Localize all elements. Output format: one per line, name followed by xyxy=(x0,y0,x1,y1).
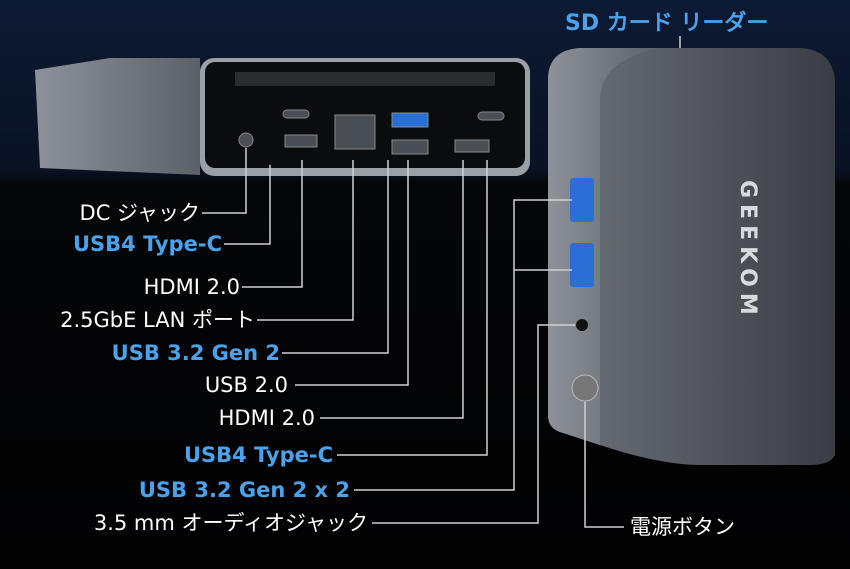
sd-card-reader-label: SD カード リーダー xyxy=(565,11,769,36)
leader-lines xyxy=(202,36,681,528)
label-hdmi-20-2: HDMI 2.0 xyxy=(218,406,315,430)
brand-logo: GEEKOM xyxy=(735,180,760,321)
hdmi-port xyxy=(284,134,318,148)
mini-pc-front-view xyxy=(548,48,835,465)
usb32-port xyxy=(391,112,429,128)
label-power-button: 電源ボタン xyxy=(630,515,735,539)
rear-ports xyxy=(238,109,505,155)
dc-jack-port xyxy=(238,132,254,148)
label-usb32-gen2: USB 3.2 Gen 2 xyxy=(111,341,280,365)
label-usb32-gen2x2: USB 3.2 Gen 2 x 2 xyxy=(138,478,350,502)
label-lan-port: 2.5GbE LAN ポート xyxy=(60,308,255,332)
mini-pc-rear-view xyxy=(35,58,530,176)
label-usb4-type-c-2: USB4 Type-C xyxy=(183,443,333,467)
hdmi-port-2 xyxy=(454,139,490,153)
usb4-port-2 xyxy=(477,111,505,121)
label-usb4-type-c: USB4 Type-C xyxy=(72,232,222,256)
audio-jack-port xyxy=(576,319,588,331)
label-dc-jack: DC ジャック xyxy=(79,201,200,225)
lan-port xyxy=(334,114,376,150)
label-hdmi-20: HDMI 2.0 xyxy=(143,275,240,299)
label-usb20: USB 2.0 xyxy=(204,373,288,397)
usb4-port xyxy=(282,109,310,119)
power-button xyxy=(571,374,599,402)
label-audio-jack: 3.5 mm オーディオジャック xyxy=(93,511,368,535)
usb32-front-port-1 xyxy=(570,178,594,222)
usb20-port xyxy=(391,139,429,155)
usb32-front-port-2 xyxy=(570,243,594,287)
